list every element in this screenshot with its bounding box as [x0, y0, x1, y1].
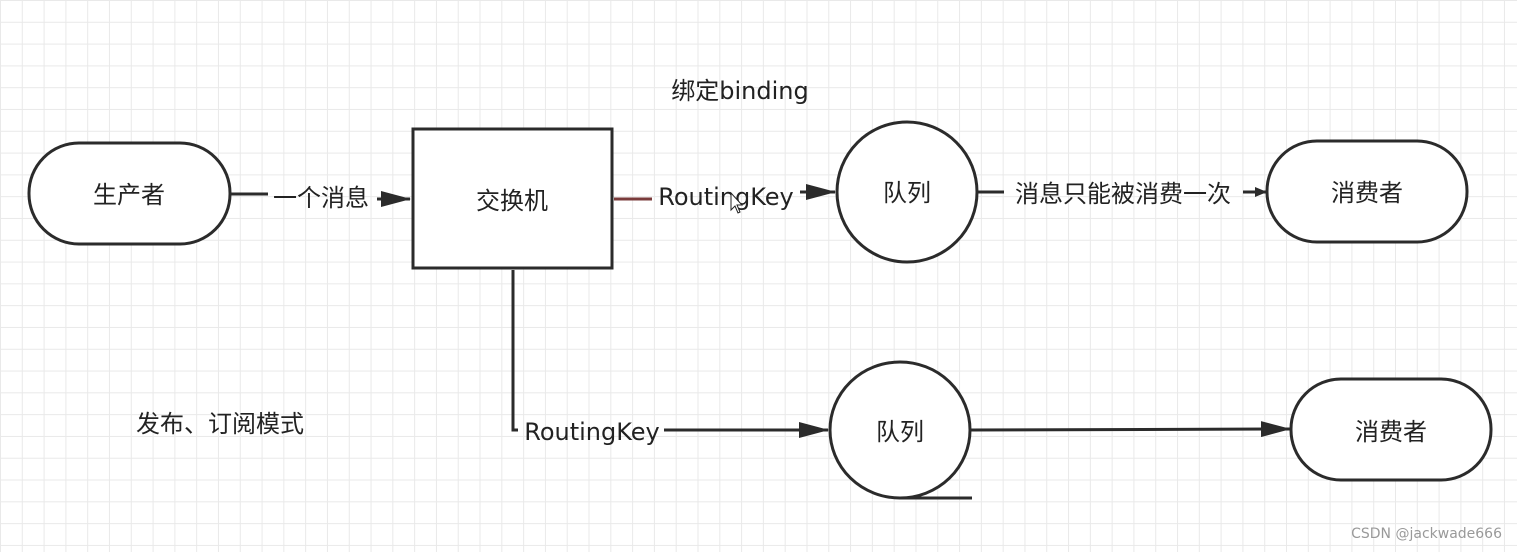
queue-top-node[interactable]: 队列: [835, 120, 979, 264]
edge-producer-exchange: 一个消息: [230, 184, 411, 212]
edge-label-routingkey-bottom: RoutingKey: [524, 418, 660, 446]
mode-label: 发布、订阅模式: [136, 410, 304, 438]
producer-label: 生产者: [93, 181, 165, 209]
consumer-bottom-label: 消费者: [1355, 418, 1427, 446]
edge-label-consume-once: 消息只能被消费一次: [1015, 180, 1231, 208]
exchange-node[interactable]: 交换机: [411, 127, 614, 270]
edge-queue-consumer-bottom: [970, 421, 1291, 438]
queue-bottom-label: 队列: [876, 418, 924, 446]
edge-label-one-message: 一个消息: [273, 184, 369, 212]
exchange-label: 交换机: [476, 187, 548, 215]
binding-title: 绑定binding: [671, 77, 808, 105]
edge-queue-consumer-top: 消息只能被消费一次: [978, 180, 1267, 208]
producer-node[interactable]: 生产者: [27, 141, 232, 246]
consumer-bottom-node[interactable]: 消费者: [1289, 377, 1493, 482]
consumer-top-label: 消费者: [1331, 179, 1403, 207]
edge-label-routingkey-top: RoutingKey: [658, 183, 794, 211]
mouse-cursor-icon: [730, 191, 744, 214]
watermark-text: CSDN @jackwade666: [1351, 526, 1502, 542]
edge-exchange-queue-top: RoutingKey: [614, 183, 836, 211]
edge-exchange-queue-bottom: RoutingKey: [511, 270, 829, 446]
consumer-top-node[interactable]: 消费者: [1265, 139, 1469, 244]
queue-bottom-node[interactable]: 队列: [828, 360, 972, 500]
queue-top-label: 队列: [883, 179, 931, 207]
